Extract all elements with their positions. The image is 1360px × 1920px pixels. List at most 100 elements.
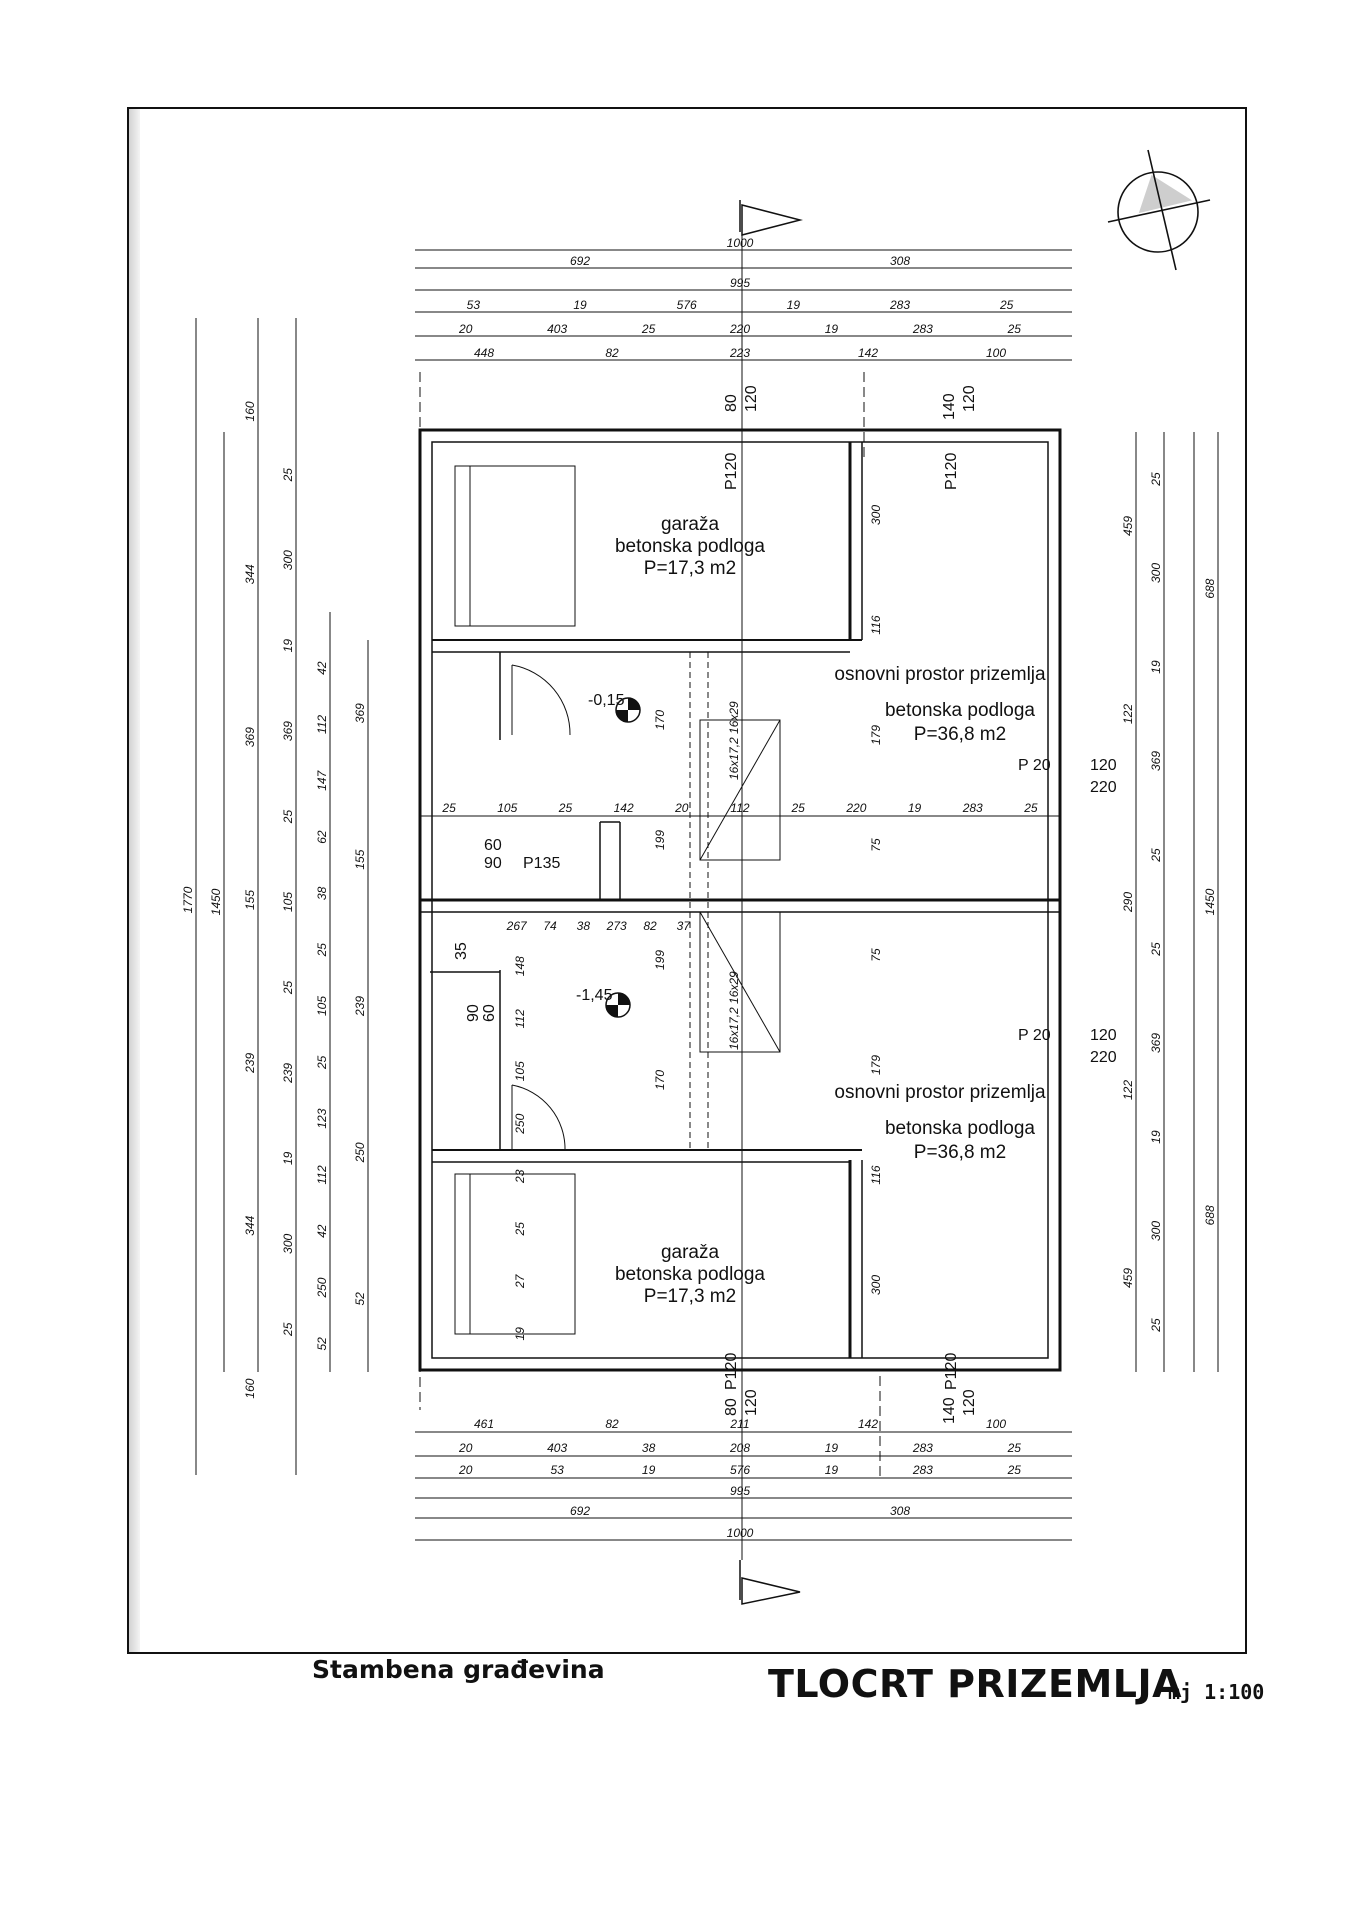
dim-interior-vertical-left: 23 xyxy=(513,1169,527,1184)
dim-bottom-row2: 20 xyxy=(458,1441,473,1455)
dim-right-col3: 688 xyxy=(1203,578,1217,598)
dim-interior-row: 105 xyxy=(497,801,517,815)
dim-top-row3: 995 xyxy=(730,276,750,290)
dim-interior-vertical-left: 19 xyxy=(513,1327,527,1341)
dim-top-row5: 20 xyxy=(458,322,473,336)
room-floor: betonska podloga xyxy=(885,700,1035,721)
dim-bottom-total: 1000 xyxy=(727,1526,754,1540)
dim-left-col6: 369 xyxy=(353,703,367,723)
dim-top-row5: 25 xyxy=(641,322,656,336)
room-garage-top: garaža betonska podloga P=17,3 m2 xyxy=(615,514,765,579)
dim-interior-small: 38 xyxy=(577,919,591,933)
window-sill-220-b: 220 xyxy=(1090,1049,1117,1066)
dim-right-col2: 19 xyxy=(1149,660,1163,674)
dim-bottom-row3: 20 xyxy=(458,1463,473,1477)
dim-bottom-row2: 38 xyxy=(642,1441,656,1455)
dim-right-col2: 25 xyxy=(1149,1318,1163,1333)
dim-left-col4: 25 xyxy=(281,468,295,483)
room-area: P=17,3 m2 xyxy=(644,558,736,579)
dim-right-col2: 369 xyxy=(1149,1033,1163,1053)
dim-left-col4: 300 xyxy=(281,1233,295,1253)
room-area: P=36,8 m2 xyxy=(914,1142,1006,1163)
dim-left-col6: 239 xyxy=(353,996,367,1017)
window-p20-top: P 20 xyxy=(1018,757,1051,774)
dim-top-total: 1000 xyxy=(727,236,754,250)
dim-bottom-row1: 100 xyxy=(986,1417,1006,1431)
dim-left-col3: 344 xyxy=(243,564,257,584)
dim-bottom-row1: 461 xyxy=(474,1417,494,1431)
dim-bottom-row3: 283 xyxy=(912,1463,933,1477)
dim-bottom-row4: 995 xyxy=(730,1484,750,1498)
room-name: osnovni prostor prizemlja xyxy=(834,664,1046,685)
dim-stair-vertical: 170 xyxy=(653,710,667,730)
dim-right-col2: 25 xyxy=(1149,472,1163,487)
dim-interior-row: 220 xyxy=(845,801,866,815)
dim-left-col4: 19 xyxy=(281,1151,295,1165)
door-width-80-b: 80 xyxy=(723,1398,740,1416)
door-width-80: 80 xyxy=(723,394,740,412)
dim-bottom-row2: 208 xyxy=(729,1441,750,1455)
dim-top-row4: 53 xyxy=(467,298,481,312)
sheet-frame xyxy=(127,107,1247,1654)
dim-interior-vertical: 300 xyxy=(869,505,883,525)
dim-left-col5: 62 xyxy=(315,830,329,844)
dim-top-row6: 223 xyxy=(729,346,750,360)
window-p135: P135 xyxy=(523,855,560,872)
dim-bottom-row3: 576 xyxy=(730,1463,750,1477)
room-main-bottom: osnovni prostor prizemlja betonska podlo… xyxy=(834,1082,1046,1163)
dim-left-col5: 112 xyxy=(315,715,329,734)
window-width-35-v: 35 xyxy=(453,942,470,960)
dim-left-col3: 155 xyxy=(243,890,257,910)
dim-left-col4: 25 xyxy=(281,810,295,825)
dim-interior-vertical-left: 105 xyxy=(513,1061,527,1081)
dim-interior-row: 112 xyxy=(730,801,749,815)
dim-interior-vertical: 300 xyxy=(869,1275,883,1295)
dim-top-row5: 25 xyxy=(1007,322,1022,336)
room-area: P=36,8 m2 xyxy=(914,724,1006,745)
dim-left-col5: 25 xyxy=(315,943,329,958)
dim-stair-vertical: 199 xyxy=(653,830,667,850)
dim-right-col3: 688 xyxy=(1203,1205,1217,1225)
dim-interior-vertical: 75 xyxy=(869,948,883,962)
dim-bottom-row2: 283 xyxy=(912,1441,933,1455)
room-name: garaža xyxy=(661,1242,720,1263)
dim-interior-row: 142 xyxy=(614,801,634,815)
door-width-140: 140 xyxy=(941,393,958,420)
north-arrow-icon xyxy=(1107,149,1211,271)
dim-left-col6: 52 xyxy=(353,1292,367,1306)
dim-bottom-row5: 692 xyxy=(570,1504,590,1518)
dim-top-row2: 692 xyxy=(570,254,590,268)
dim-left-col5: 250 xyxy=(315,1277,329,1298)
dim-top-row4: 576 xyxy=(677,298,697,312)
dim-left-col5: 42 xyxy=(315,661,329,675)
dim-interior-small: 82 xyxy=(643,919,657,933)
dim-top-row6: 82 xyxy=(605,346,619,360)
window-width-90: 90 xyxy=(484,855,502,872)
window-height-120-b: 120 xyxy=(1090,1027,1117,1044)
dim-top-row5: 403 xyxy=(547,322,567,336)
dim-left-col4: 369 xyxy=(281,721,295,741)
dim-interior-row: 19 xyxy=(908,801,922,815)
dim-left-col5: 105 xyxy=(315,996,329,1016)
stairs xyxy=(689,652,781,1150)
dim-left-col4: 25 xyxy=(281,980,295,995)
dim-left-1450: 1450 xyxy=(209,888,223,915)
dim-interior-row: 25 xyxy=(441,801,456,815)
opening-labels: P120 P120 P120 P120 P 20 P 20 P135 120 2… xyxy=(453,385,1117,1424)
dim-interior-small: 267 xyxy=(506,919,528,933)
dim-bottom-row3: 19 xyxy=(642,1463,656,1477)
dim-left-col6: 155 xyxy=(353,849,367,869)
dim-right-col3: 1450 xyxy=(1203,888,1217,915)
opening-top-right: P120 xyxy=(943,453,960,490)
dim-interior-vertical-left: 27 xyxy=(513,1273,527,1289)
dim-top-row6: 100 xyxy=(986,346,1006,360)
dim-top-row4: 19 xyxy=(787,298,801,312)
dim-left-col5: 112 xyxy=(315,1165,329,1184)
scan-frame-shadow xyxy=(128,108,140,1653)
section-marker-top xyxy=(739,200,803,236)
room-area: P=17,3 m2 xyxy=(644,1286,736,1307)
dim-right-col2: 25 xyxy=(1149,848,1163,863)
dim-interior-vertical: 179 xyxy=(869,1055,883,1075)
door-width-140-b: 140 xyxy=(941,1397,958,1424)
window-width-60: 60 xyxy=(484,837,502,854)
